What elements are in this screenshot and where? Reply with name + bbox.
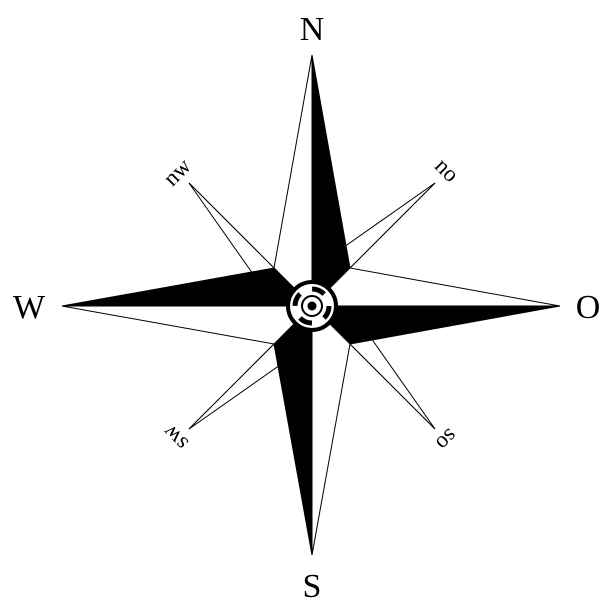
label-southeast: so [431,424,463,456]
hub-center-dot [307,301,317,311]
point-west-dark-half [61,267,314,307]
label-west: W [13,289,46,326]
label-northeast: no [430,153,464,187]
label-southwest: sw [157,420,193,456]
point-east-dark-half [310,305,561,345]
point-north-dark-half [311,54,351,308]
point-south-dark-half [273,304,313,556]
cardinal-points [61,54,561,556]
label-south: S [303,568,322,605]
point-north-light-half [273,54,313,308]
point-east-light-half [310,267,561,307]
label-east: O [576,289,601,326]
label-north: N [300,11,325,48]
center-hub [286,280,338,332]
point-south-light-half [311,304,351,556]
point-west-light-half [61,305,314,345]
